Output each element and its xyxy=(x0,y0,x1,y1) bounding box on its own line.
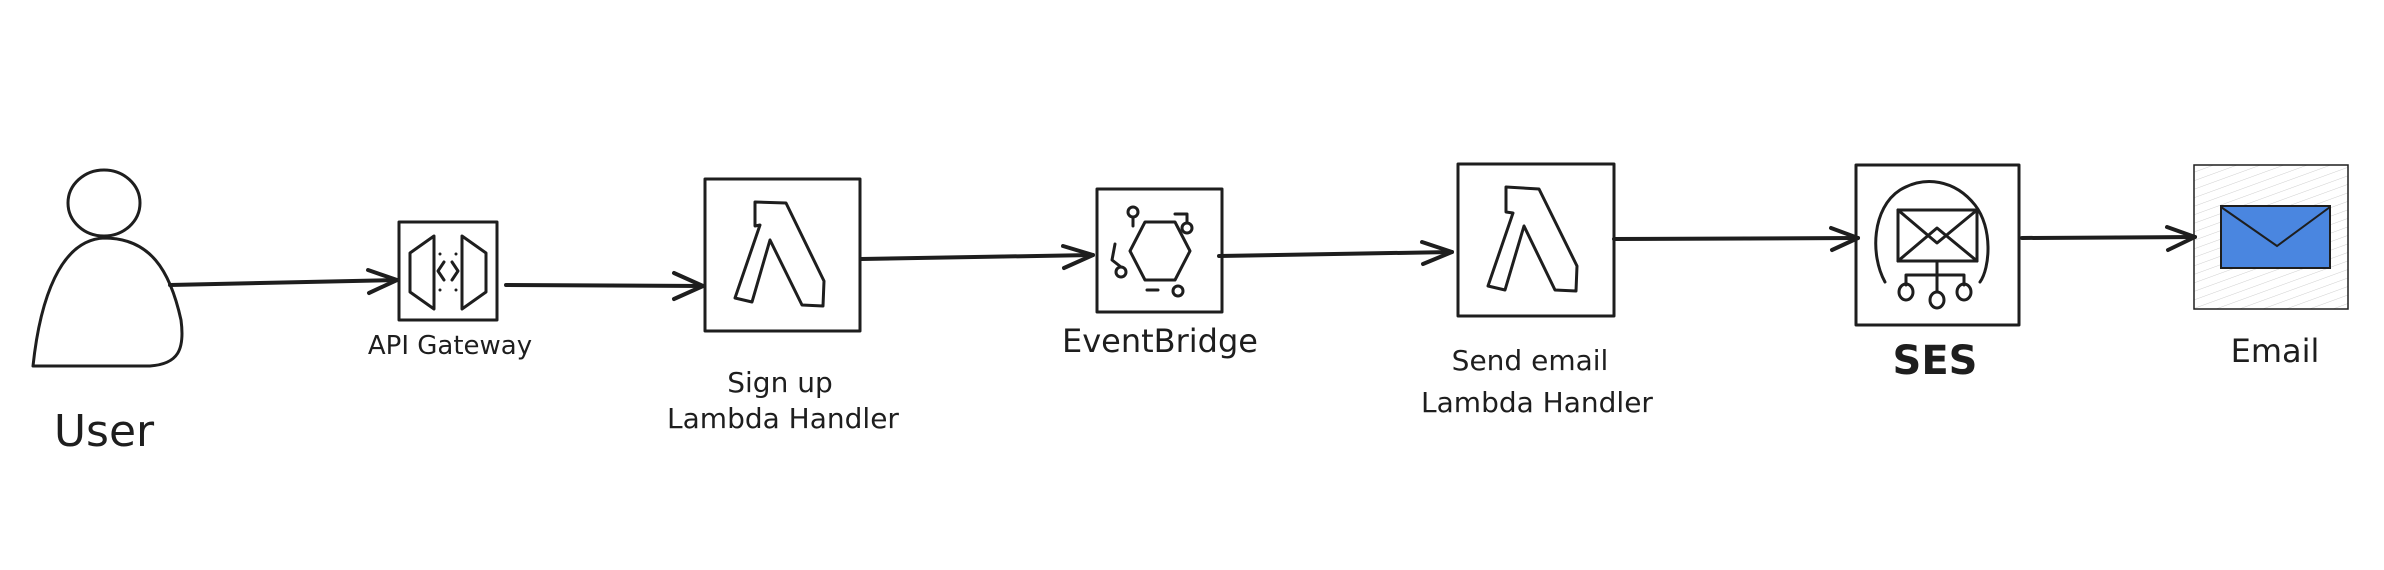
arrow-send-email-lambda-to-ses xyxy=(1612,226,1860,252)
api-gateway-node[interactable]: API Gateway xyxy=(368,220,532,361)
arrow-ses-to-email xyxy=(2020,225,2197,252)
email-node[interactable]: Email xyxy=(2193,164,2349,370)
envelope-icon xyxy=(2220,205,2331,269)
email-label: Email xyxy=(2231,332,2320,370)
user-icon xyxy=(31,168,184,368)
user-label: User xyxy=(54,406,155,457)
ses-node[interactable]: SES xyxy=(1854,163,2021,384)
arrow-api-gateway-to-signup-lambda xyxy=(504,271,705,301)
arrow-eventbridge-to-send-email-lambda xyxy=(1217,240,1454,266)
ses-icon xyxy=(1874,180,1990,310)
api-gateway-icon xyxy=(408,234,488,311)
user-node[interactable]: User xyxy=(31,168,184,457)
lambda-icon xyxy=(733,200,826,308)
signup-lambda-node[interactable]: Sign up Lambda Handler xyxy=(667,177,899,435)
arrow-user-to-api-gateway xyxy=(168,268,399,295)
signup-lambda-label-line1: Sign up xyxy=(727,366,833,399)
ses-label: SES xyxy=(1893,338,1978,384)
signup-lambda-label-line2: Lambda Handler xyxy=(667,402,899,435)
api-gateway-label: API Gateway xyxy=(368,331,532,361)
arrow-signup-lambda-to-eventbridge xyxy=(859,244,1095,270)
eventbridge-icon xyxy=(1110,205,1194,298)
lambda-icon xyxy=(1486,185,1579,293)
send-email-lambda-label-line2: Lambda Handler xyxy=(1421,386,1653,419)
eventbridge-node[interactable]: EventBridge xyxy=(1062,187,1258,360)
send-email-lambda-node[interactable]: Send email Lambda Handler xyxy=(1421,162,1653,419)
eventbridge-label: EventBridge xyxy=(1062,322,1258,360)
send-email-lambda-label-line1: Send email xyxy=(1452,344,1609,377)
